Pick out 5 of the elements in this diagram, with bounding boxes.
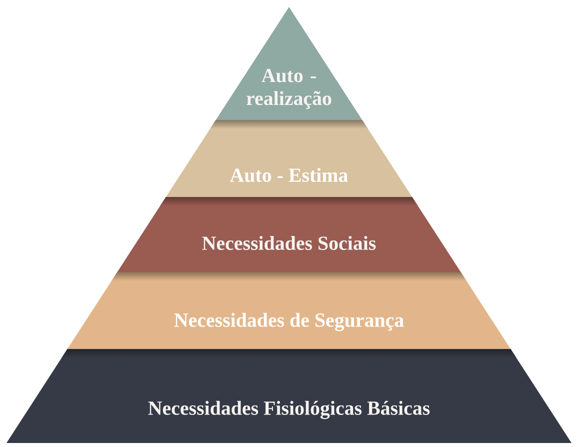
pyramid-level: Necessidades Sociais	[117, 196, 461, 272]
pyramid-level: Necessidades Fisiológicas Básicas	[6, 348, 572, 443]
pyramid-level: Auto - realização	[216, 7, 362, 120]
pyramid-level: Auto - Estima	[166, 120, 412, 197]
pyramid-level: Necessidades de Segurança	[67, 272, 511, 349]
